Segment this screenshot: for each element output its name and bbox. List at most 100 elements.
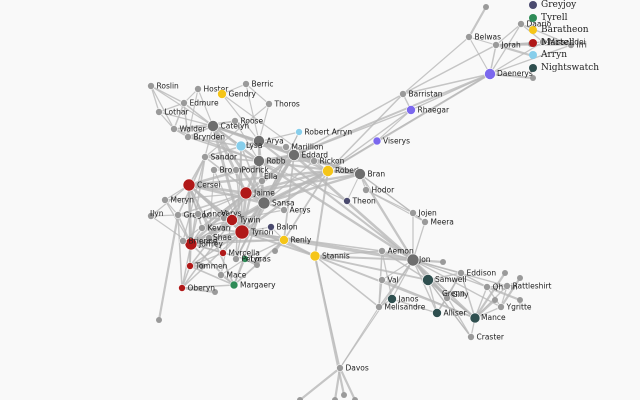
- node-oberyn[interactable]: Oberyn: [178, 284, 216, 293]
- node-brynden[interactable]: Brynden: [184, 133, 226, 142]
- node-robertarryn[interactable]: Robert Arryn: [295, 128, 353, 137]
- node-meryn[interactable]: Meryn: [161, 196, 195, 205]
- unlabeled-node[interactable]: [341, 392, 347, 398]
- node-circle[interactable]: [217, 89, 227, 99]
- node-circle[interactable]: [232, 255, 240, 263]
- node-missandei[interactable]: Missandei: [539, 38, 586, 47]
- node-circle[interactable]: [375, 303, 383, 311]
- node-aerys[interactable]: Aerys: [280, 206, 311, 215]
- node-circle[interactable]: [362, 186, 370, 194]
- node-tywin[interactable]: Tywin: [226, 214, 261, 226]
- node-robb[interactable]: Robb: [253, 155, 286, 167]
- node-myrcella[interactable]: Myrcella: [219, 249, 260, 258]
- node-hoster[interactable]: Hoster: [194, 85, 230, 94]
- unlabeled-node[interactable]: [483, 4, 489, 10]
- node-circle[interactable]: [372, 136, 382, 146]
- node-circle[interactable]: [457, 269, 465, 277]
- node-circle[interactable]: [186, 262, 194, 270]
- node-daario[interactable]: Daario: [517, 20, 552, 29]
- node-circle[interactable]: [336, 364, 344, 372]
- node-catelyn[interactable]: Catelyn: [207, 120, 250, 132]
- node-circle[interactable]: [207, 120, 219, 132]
- node-circle[interactable]: [258, 177, 266, 185]
- node-circle[interactable]: [161, 196, 169, 204]
- node-circle[interactable]: [539, 38, 547, 46]
- node-circle[interactable]: [465, 33, 473, 41]
- node-circle[interactable]: [378, 247, 386, 255]
- node-circle[interactable]: [147, 212, 155, 220]
- node-berric[interactable]: Berric: [242, 80, 274, 89]
- node-hodor[interactable]: Hodor: [362, 186, 396, 195]
- node-bronn[interactable]: Bronn: [210, 166, 242, 175]
- node-ygritte[interactable]: Ygritte: [497, 303, 532, 312]
- node-circle[interactable]: [399, 90, 407, 98]
- node-podrick[interactable]: Podrick: [232, 166, 270, 175]
- node-jaime[interactable]: Jaime: [239, 186, 275, 200]
- node-circle[interactable]: [226, 214, 238, 226]
- unlabeled-node[interactable]: [492, 297, 498, 303]
- node-lothar[interactable]: Lothar: [155, 108, 190, 117]
- node-circle[interactable]: [242, 80, 250, 88]
- node-lysa[interactable]: Lysa: [235, 140, 262, 152]
- node-circle[interactable]: [179, 237, 187, 245]
- node-ellaria[interactable]: Ella: [258, 172, 278, 185]
- node-walder[interactable]: Walder: [170, 125, 207, 134]
- node-eddison[interactable]: Eddison: [457, 269, 497, 278]
- node-sansa[interactable]: Sansa: [257, 196, 295, 210]
- node-brienne[interactable]: Brienne: [179, 237, 218, 246]
- unlabeled-node[interactable]: [156, 317, 162, 323]
- node-circle[interactable]: [253, 155, 265, 167]
- node-val[interactable]: Val: [378, 276, 399, 285]
- unlabeled-node[interactable]: [199, 263, 205, 269]
- node-circle[interactable]: [497, 303, 505, 311]
- node-petyr[interactable]: Petyr: [232, 255, 262, 264]
- node-thoros[interactable]: Thoros: [265, 100, 300, 109]
- node-jon[interactable]: Jon: [406, 253, 431, 267]
- unlabeled-node[interactable]: [297, 397, 303, 400]
- node-meera[interactable]: Meera: [421, 218, 454, 227]
- node-jorah[interactable]: Jorah: [492, 41, 521, 50]
- unlabeled-node[interactable]: [440, 259, 446, 265]
- node-bran[interactable]: Bran: [354, 168, 386, 180]
- unlabeled-node[interactable]: [352, 397, 358, 400]
- node-circle[interactable]: [483, 283, 491, 291]
- node-edmure[interactable]: Edmure: [180, 99, 219, 108]
- unlabeled-node[interactable]: [212, 289, 218, 295]
- node-melisandre[interactable]: Melisandre: [375, 303, 426, 312]
- node-circle[interactable]: [180, 99, 188, 107]
- node-circle[interactable]: [257, 196, 271, 210]
- unlabeled-node[interactable]: [332, 397, 338, 400]
- node-circle[interactable]: [241, 255, 249, 263]
- node-alliser[interactable]: Alliser: [432, 308, 468, 318]
- node-rickon[interactable]: Rickon: [310, 157, 345, 166]
- unlabeled-node[interactable]: [517, 297, 523, 303]
- node-tyrion[interactable]: Tyrion: [234, 224, 274, 240]
- node-kevan[interactable]: Kevan: [198, 224, 231, 233]
- node-aemon[interactable]: Aemon: [378, 247, 415, 256]
- unlabeled-node[interactable]: [254, 262, 260, 268]
- node-theon[interactable]: Theon: [343, 197, 377, 206]
- node-varys[interactable]: Varys: [220, 209, 242, 222]
- node-samwell[interactable]: Samwell: [422, 274, 467, 286]
- node-circle[interactable]: [182, 178, 196, 192]
- node-ilyn[interactable]: Ilyn: [147, 209, 164, 220]
- node-circle[interactable]: [232, 166, 240, 174]
- node-circle[interactable]: [265, 100, 273, 108]
- node-circle[interactable]: [422, 274, 434, 286]
- node-craster[interactable]: Craster: [467, 333, 505, 342]
- node-circle[interactable]: [194, 85, 202, 93]
- node-circle[interactable]: [469, 312, 481, 324]
- node-circle[interactable]: [210, 166, 218, 174]
- node-grenn[interactable]: Grenn: [442, 289, 465, 302]
- node-circle[interactable]: [387, 294, 397, 304]
- node-stannis[interactable]: Stannis: [309, 250, 350, 262]
- node-circle[interactable]: [147, 82, 155, 90]
- node-circle[interactable]: [288, 149, 300, 161]
- unlabeled-node[interactable]: [517, 275, 523, 281]
- node-balon[interactable]: Balon: [267, 223, 298, 232]
- unlabeled-node[interactable]: [530, 75, 536, 81]
- node-circle[interactable]: [174, 211, 182, 219]
- node-roose[interactable]: Roose: [231, 117, 264, 126]
- node-circle[interactable]: [406, 253, 420, 267]
